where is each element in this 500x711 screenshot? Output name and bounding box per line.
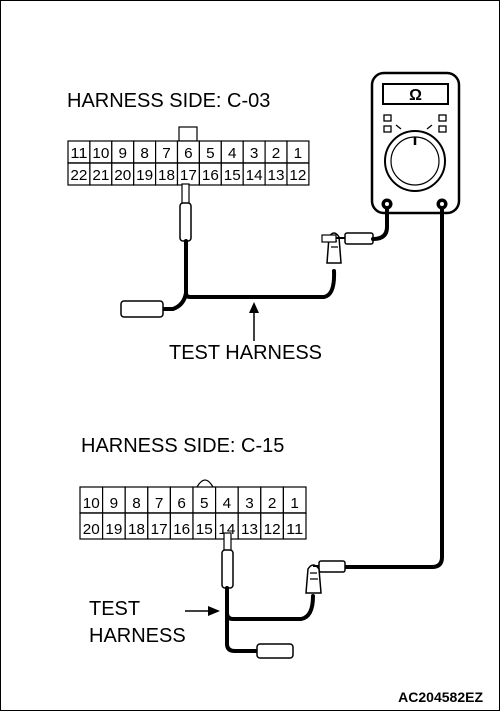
connector-c15-pin-label: 3 <box>245 495 254 512</box>
connector-c15-pin-label: 13 <box>241 521 258 538</box>
bottom-probe-body <box>221 549 234 589</box>
range-mark-2 <box>383 125 392 133</box>
connector-c03-pin-label: 21 <box>92 167 109 184</box>
connector-c03-pin-label: 9 <box>119 145 128 162</box>
connector-c15-pin-label: 15 <box>196 521 213 538</box>
top-flat-terminal <box>120 300 164 318</box>
connector-c03-pin-label: 1 <box>294 145 303 162</box>
connector-c03-pin-label: 7 <box>162 145 171 162</box>
connector-c03-latch <box>178 126 198 142</box>
connector-c15-pin-label: 20 <box>83 521 100 538</box>
connector-c03-pin-label: 3 <box>250 145 259 162</box>
top-arrowhead-icon <box>249 302 259 313</box>
connector-c03-pin-label: 5 <box>206 145 215 162</box>
bottom-harness-wire <box>225 586 315 621</box>
connector-c03-pin-label: 17 <box>180 167 197 184</box>
connector-c15-latch <box>196 479 214 488</box>
meter-lead-wire-2 <box>343 207 444 569</box>
meter-lead-plug-2 <box>318 560 346 573</box>
top-test-harness <box>120 183 389 341</box>
connector-c15-pin-label: 17 <box>151 521 168 538</box>
ohm-symbol: Ω <box>409 87 422 104</box>
connector-c03-pin-label: 20 <box>114 167 131 184</box>
connector-c03-pin-label: 8 <box>140 145 149 162</box>
connector-c15-pin-label: 11 <box>286 521 303 538</box>
dial-tick-left <box>395 124 402 130</box>
multimeter-display <box>382 83 449 105</box>
meter-lead-wire-1 <box>371 207 389 241</box>
connector-c15-label: HARNESS SIDE: C-15 <box>81 435 284 457</box>
connector-c03-pin-label: 18 <box>158 167 175 184</box>
bottom-clip-teeth <box>310 572 318 580</box>
top-test-harness-label: TEST HARNESS <box>169 342 322 364</box>
connector-c03-pin-label: 2 <box>272 145 281 162</box>
connector-c15-pin-label: 18 <box>128 521 145 538</box>
connector-c03-pin-label: 22 <box>70 167 87 184</box>
connector-c15-pin-label: 4 <box>223 495 232 512</box>
bottom-test-harness <box>185 532 322 659</box>
bottom-probe-tip <box>223 532 232 552</box>
connector-c15-pin-label: 9 <box>110 495 119 512</box>
range-mark-4 <box>438 125 447 133</box>
connector-c03-pin-label: 12 <box>289 167 306 184</box>
connector-c15-pin-label: 19 <box>105 521 122 538</box>
connector-c03-pin-label: 19 <box>136 167 153 184</box>
connector-c03-pin-label: 10 <box>92 145 109 162</box>
connector-c15-pin-label: 16 <box>173 521 190 538</box>
connector-c15-pin-label: 2 <box>268 495 277 512</box>
bottom-test-harness-label-2: HARNESS <box>89 625 186 647</box>
multimeter: Ω <box>370 71 461 215</box>
connector-c15-pin-label: 10 <box>83 495 100 512</box>
range-mark-3 <box>438 114 447 122</box>
connector-c03-pin-label: 13 <box>268 167 285 184</box>
bottom-flat-terminal <box>256 643 294 659</box>
connector-c15-pin-label: 12 <box>264 521 281 538</box>
bottom-harness-branch <box>225 611 261 653</box>
range-mark-1 <box>383 114 392 122</box>
connector-c15-pin-label: 6 <box>177 495 186 512</box>
connector-c03-pin-label: 15 <box>224 167 241 184</box>
meter-lead-plug-1 <box>344 232 374 245</box>
connector-c03-label: HARNESS SIDE: C-03 <box>67 90 270 112</box>
figure-code: AC204582EZ <box>398 689 483 705</box>
com-jack-hole <box>385 202 389 206</box>
connector-c15-pin-label: 1 <box>290 495 299 512</box>
connector-c15-pin-label: 7 <box>155 495 164 512</box>
connector-c03-pin-label: 16 <box>202 167 219 184</box>
bottom-test-harness-label-1: TEST <box>89 598 140 620</box>
top-probe-tip <box>181 183 190 205</box>
connector-c15-pin-label: 8 <box>132 495 141 512</box>
dial-tick-right <box>426 124 433 130</box>
top-probe-body <box>179 202 192 242</box>
connector-c03-pin-label: 6 <box>184 145 193 162</box>
top-harness-wire <box>184 239 337 299</box>
top-clip-jaw <box>321 234 337 243</box>
connector-c03-pin-label: 14 <box>246 167 263 184</box>
bottom-arrowhead-icon <box>208 606 220 616</box>
connector-c03-pin-label: 11 <box>70 145 87 162</box>
connector-c03-pin-label: 4 <box>228 145 237 162</box>
ohm-jack-hole <box>440 202 444 206</box>
connector-c15-pin-label: 5 <box>200 495 209 512</box>
top-harness-branch <box>159 291 188 311</box>
